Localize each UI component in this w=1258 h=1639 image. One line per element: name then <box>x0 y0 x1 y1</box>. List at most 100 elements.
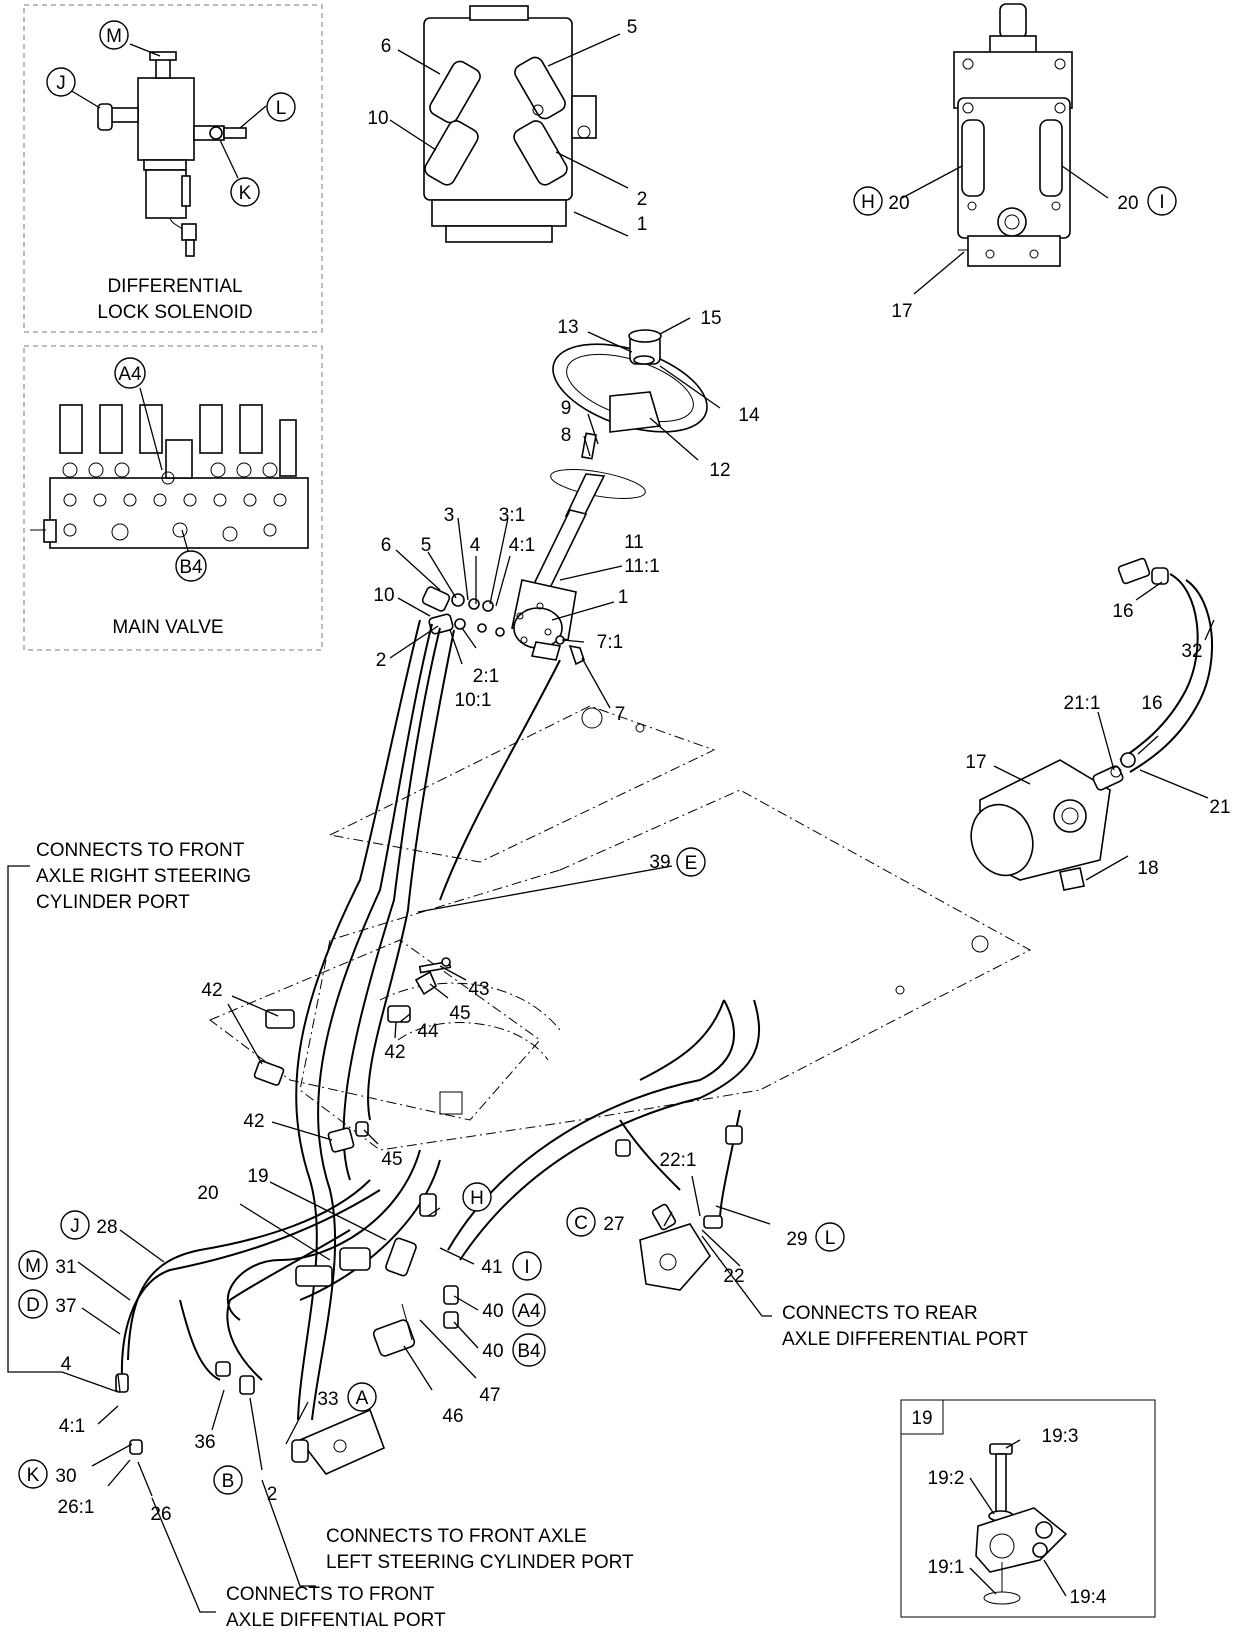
callout-19: 19 <box>247 1166 268 1187</box>
clamps-and-brackets <box>115 957 743 1475</box>
svg-text:K: K <box>27 1465 40 1486</box>
callout-5: 5 <box>421 535 432 556</box>
callout-2: 2 <box>376 650 387 671</box>
callout-9: 9 <box>561 398 572 419</box>
tag-A4-lower: A4 <box>512 1293 546 1327</box>
tag-B4-main: B4 <box>175 550 207 582</box>
tag-M-lower: M <box>18 1250 48 1280</box>
callout-17: 17 <box>965 752 986 773</box>
callout-32: 32 <box>1181 641 1202 662</box>
callout-46: 46 <box>442 1406 463 1427</box>
callout-22: 22 <box>723 1266 744 1287</box>
tag-B-lower: B <box>213 1465 243 1495</box>
callout-13: 13 <box>557 317 578 338</box>
svg-text:L: L <box>276 98 287 119</box>
callout-36: 36 <box>194 1432 215 1453</box>
svg-text:I: I <box>1159 192 1164 213</box>
tag-I-side: I <box>1147 186 1177 216</box>
callout-30: 30 <box>55 1466 76 1487</box>
svg-text:B4: B4 <box>517 1341 541 1362</box>
svg-text:K: K <box>239 183 252 204</box>
tag-J-diff: J <box>46 67 76 97</box>
note-front-right-line2: AXLE RIGHT STEERING <box>36 866 251 887</box>
svg-text:A4: A4 <box>517 1301 541 1322</box>
main-valve-inset-frame <box>23 345 323 651</box>
b4-leader <box>181 529 189 552</box>
callout-17-side: 17 <box>891 301 912 322</box>
callout-16-top: 16 <box>1112 601 1133 622</box>
callout-2-lower: 2 <box>267 1484 278 1505</box>
svg-text:H: H <box>470 1188 484 1209</box>
hose-bundle <box>120 573 1214 1421</box>
detail-19-callout-1: 19:1 <box>928 1557 965 1578</box>
differential-lock-inset-frame <box>23 4 323 333</box>
callout-26-1: 26:1 <box>58 1497 95 1518</box>
callout-8: 8 <box>561 425 572 446</box>
tag-J-lower: J <box>60 1210 90 1240</box>
steering-wheel-assembly <box>511 329 708 661</box>
svg-text:L: L <box>825 1228 836 1249</box>
tag-L-lower: L <box>815 1222 845 1252</box>
steering-valve-top-view <box>423 5 597 243</box>
detail-19-callout-4: 19:4 <box>1070 1587 1107 1608</box>
tag-D-lower: D <box>18 1289 48 1319</box>
diff-lock-caption-line1: DIFFERENTIAL <box>107 276 242 297</box>
callout-42-mid: 42 <box>384 1042 405 1063</box>
callout-3: 3 <box>444 505 455 526</box>
svg-text:M: M <box>106 26 122 47</box>
callout-20-left: 20 <box>888 193 909 214</box>
callout-10-top: 10 <box>367 108 388 129</box>
tag-E: E <box>676 847 706 877</box>
callout-10-1: 10:1 <box>455 690 492 711</box>
callout-12: 12 <box>709 460 730 481</box>
callout-5-top: 5 <box>627 17 638 38</box>
svg-text:A4: A4 <box>118 364 142 385</box>
detail-19-title-box <box>900 1399 944 1435</box>
note-rear-diff-line2: AXLE DIFFERENTIAL PORT <box>782 1329 1028 1350</box>
note-front-right-line3: CYLINDER PORT <box>36 892 190 913</box>
tag-L-diff: L <box>266 92 296 122</box>
tag-B4-lower: B4 <box>512 1333 546 1367</box>
side-view-leaders <box>901 165 1109 295</box>
callout-41: 41 <box>481 1257 502 1278</box>
svg-text:C: C <box>574 1213 588 1234</box>
tag-H-lower: H <box>462 1182 492 1212</box>
diff-lock-caption-line2: LOCK SOLENOID <box>97 302 252 323</box>
callout-42-low: 42 <box>243 1111 264 1132</box>
note-front-right-line1: CONNECTS TO FRONT <box>36 840 245 861</box>
callout-33: 33 <box>317 1389 338 1410</box>
callout-11: 11 <box>624 532 644 553</box>
callout-43: 43 <box>468 979 489 1000</box>
main-valve-caption: MAIN VALVE <box>112 617 223 638</box>
note-rear-diff-line1: CONNECTS TO REAR <box>782 1303 978 1324</box>
callout-44: 44 <box>417 1021 439 1042</box>
lower-leaders <box>7 865 772 1613</box>
diff-lock-callout-lines <box>69 43 267 179</box>
svg-text:J: J <box>56 73 66 94</box>
callout-26: 26 <box>150 1504 171 1525</box>
callout-1-top: 1 <box>637 214 648 235</box>
pump-leaders <box>993 581 1215 881</box>
top-view-leaders <box>389 33 629 237</box>
svg-text:I: I <box>524 1257 529 1278</box>
note-front-left-line1: CONNECTS TO FRONT AXLE <box>326 1526 587 1547</box>
detail-19-leaders <box>969 1439 1067 1597</box>
svg-text:B4: B4 <box>179 557 203 578</box>
callout-7: 7 <box>615 704 626 725</box>
detail-19-callout-3: 19:3 <box>1042 1426 1079 1447</box>
svg-text:J: J <box>70 1216 80 1237</box>
column-leaders <box>389 317 721 709</box>
callout-2-1: 2:1 <box>473 666 499 687</box>
svg-text:M: M <box>25 1256 41 1277</box>
note-front-diff-line1: CONNECTS TO FRONT <box>226 1584 435 1605</box>
tag-M-diff: M <box>99 20 129 50</box>
tag-K-diff: K <box>230 177 260 207</box>
svg-text:H: H <box>861 192 875 213</box>
svg-text:B: B <box>222 1471 235 1492</box>
callout-6-top: 6 <box>381 36 392 57</box>
callout-45-top: 45 <box>449 1003 470 1024</box>
callout-6: 6 <box>381 535 392 556</box>
callout-31: 31 <box>55 1257 76 1278</box>
main-valve-drawing <box>30 404 309 549</box>
